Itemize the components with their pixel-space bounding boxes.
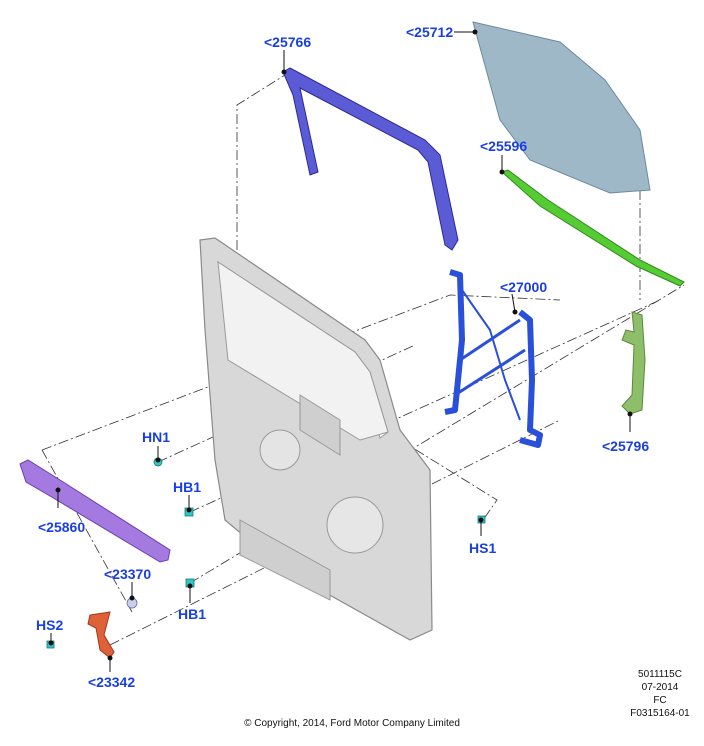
- belt-weatherstrip: [501, 169, 685, 287]
- reference-block: 5011115C 07-2014 FC F0315164-01: [620, 668, 700, 720]
- reference-line-3: FC: [653, 695, 667, 706]
- glass-run-channel: [282, 67, 459, 251]
- callout-hs2: HS2: [36, 617, 64, 633]
- callout-23342: <23342: [88, 674, 136, 690]
- callout-25860: <25860: [38, 519, 86, 535]
- callout-25796: <25796: [602, 438, 650, 454]
- callout-hb1-upper: HB1: [173, 479, 202, 495]
- callout-23370: <23370: [104, 566, 152, 582]
- callout-25596: <25596: [480, 138, 528, 154]
- rear-glass-channel: [621, 311, 646, 415]
- door-handle: [87, 611, 115, 659]
- callout-25766: <25766: [264, 34, 312, 50]
- callout-hs1: HS1: [469, 540, 497, 556]
- window-regulator: [444, 269, 543, 448]
- reference-line-1: 5011115C: [638, 669, 682, 680]
- copyright-notice: © Copyright, 2014, Ford Motor Company Li…: [244, 718, 460, 729]
- reference-line-4: F0315164-01: [630, 708, 690, 719]
- reference-line-2: 07-2014: [641, 682, 679, 693]
- leader-lines: [48, 29, 633, 672]
- window-glass: [472, 21, 651, 194]
- lower-weatherstrip: [19, 459, 171, 563]
- callout-27000: <27000: [500, 279, 548, 295]
- door-shell: [199, 237, 433, 641]
- callout-hn1: HN1: [142, 429, 171, 445]
- callout-hb1-lower: HB1: [178, 606, 207, 622]
- callout-25712: <25712: [406, 24, 454, 40]
